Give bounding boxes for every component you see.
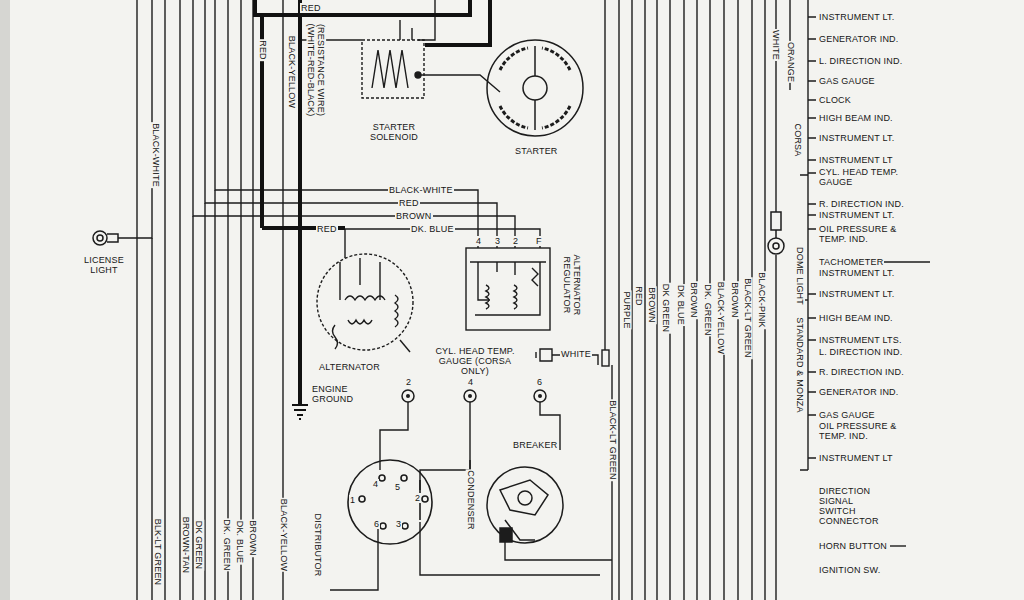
wire-color-label: RED: [258, 39, 268, 61]
circuit-label: GENERATOR IND.: [818, 387, 899, 397]
terminal-number: 2: [414, 493, 421, 503]
component-label: ALTERNATOR: [318, 362, 381, 372]
wire-color-label: RED: [300, 3, 322, 13]
wire-color-label: BROWN: [647, 286, 657, 324]
component-label: LICENSE LIGHT: [78, 255, 130, 275]
component-label: CONDENSER: [466, 469, 476, 530]
component-label: IGNITION SW.: [818, 565, 881, 575]
wire-color-label: BLACK-WHITE: [388, 185, 454, 195]
circuit-label: HIGH BEAM IND.: [818, 313, 894, 323]
wire-color-label: DK GREEN: [661, 283, 671, 334]
circuit-label: OIL PRESSURE & TEMP. IND.: [818, 224, 900, 244]
component-label: STARTER SOLENOID: [365, 122, 423, 142]
wire-color-label: WHITE: [560, 349, 592, 359]
circuit-label: R. DIRECTION IND.: [818, 199, 905, 209]
wire-color-label: (RESISTANCE WIRE): [316, 23, 326, 117]
terminal-number: 6: [536, 377, 543, 387]
terminal-number: 2: [405, 377, 412, 387]
circuit-label: GAS GAUGE: [818, 76, 876, 86]
component-label: DISTRIBUTOR: [313, 512, 323, 577]
circuit-label: INSTRUMENT LT: [818, 453, 894, 463]
wire-color-label: BROWN: [689, 281, 699, 319]
terminal-number: 2: [512, 236, 519, 246]
circuit-label: STANDARD & MONZA: [795, 316, 805, 414]
wire-color-label: DK. BLUE: [410, 224, 455, 234]
wire-color-label: ORANGE: [786, 41, 796, 83]
circuit-label: INSTRUMENT LT.: [818, 268, 895, 278]
wire-color-label: BROWN: [730, 281, 740, 319]
wire-color-label: RED: [634, 285, 644, 307]
wire-color-label: PURPLE: [622, 290, 632, 329]
component-label: DOME LIGHT: [795, 246, 805, 306]
circuit-label: L. DIRECTION IND.: [818, 347, 903, 357]
component-label: CYL. HEAD TEMP. GAUGE (CORSA ONLY): [428, 346, 522, 376]
wire-color-label: BROWN-TAN: [181, 516, 191, 575]
wire-color-label: BLK-LT GREEN: [153, 518, 163, 587]
wire-color-label: BLACK-YELLOW: [287, 35, 297, 109]
wire-color-label: BLACK-PINK: [757, 271, 767, 329]
component-label: ENGINE GROUND: [311, 384, 358, 404]
circuit-label: TACHOMETER: [818, 257, 884, 267]
wire-color-label: BLACK-YELLOW: [279, 498, 289, 572]
circuit-label: CYL. HEAD TEMP. GAUGE: [818, 167, 900, 187]
circuit-label: L. DIRECTION IND.: [818, 56, 903, 66]
wire-color-label: DK BLUE: [676, 284, 686, 326]
component-label: STARTER: [514, 146, 559, 156]
component-label: ALTERNATOR REGULATOR: [562, 253, 582, 317]
circuit-label: HIGH BEAM IND.: [818, 113, 894, 123]
wire-color-label: BROWN: [395, 211, 433, 221]
component-label: DIRECTION SIGNAL SWITCH CONNECTOR: [818, 486, 882, 526]
terminal-number: 6: [373, 519, 380, 529]
component-label: HORN BUTTON: [818, 541, 888, 551]
circuit-label: INSTRUMENT LT: [818, 155, 894, 165]
circuit-label: CORSA: [793, 122, 803, 157]
terminal-number: 1: [349, 495, 356, 505]
wire-color-label: BROWN: [248, 519, 258, 557]
terminal-number: 3: [494, 236, 501, 246]
circuit-label: R. DIRECTION IND.: [818, 367, 905, 377]
circuit-label: INSTRUMENT LT.: [818, 289, 895, 299]
terminal-number: 3: [395, 519, 402, 529]
wire-color-label: RED: [316, 224, 338, 234]
wire-color-label: DK. GREEN: [703, 283, 713, 336]
terminal-number: F: [535, 236, 543, 246]
wire-color-label: BLACK-WHITE: [151, 122, 161, 188]
circuit-label: OIL PRESSURE & TEMP. IND.: [818, 421, 900, 441]
terminal-number: 4: [467, 377, 474, 387]
terminal-number: 5: [394, 482, 401, 492]
component-label: BREAKER: [512, 440, 558, 450]
wire-color-label: RED: [398, 198, 420, 208]
circuit-label: CLOCK: [818, 95, 852, 105]
wire-color-label: DK. BLUE: [235, 520, 245, 565]
terminal-number: 4: [372, 479, 379, 489]
wire-color-label: BLACK-YELLOW: [716, 281, 726, 355]
wire-color-label: WHITE: [771, 29, 781, 61]
circuit-label: INSTRUMENT LT.: [818, 133, 895, 143]
wire-color-label: BLACK-LT GREEN: [743, 277, 753, 359]
circuit-label: INSTRUMENT LT.: [818, 210, 895, 220]
circuit-label: GENERATOR IND.: [818, 34, 899, 44]
wire-color-label: (WHITE-RED-BLACK): [306, 23, 316, 118]
circuit-label: INSTRUMENT LT.: [818, 12, 895, 22]
circuit-label: INSTRUMENT LTS.: [818, 335, 903, 345]
circuit-label: GAS GAUGE: [818, 410, 876, 420]
wire-color-label: DK GREEN: [194, 520, 204, 571]
wire-color-label: BLACK-LT GREEN: [608, 399, 618, 481]
wire-color-label: DK. GREEN: [222, 518, 232, 571]
terminal-number: 4: [475, 236, 482, 246]
